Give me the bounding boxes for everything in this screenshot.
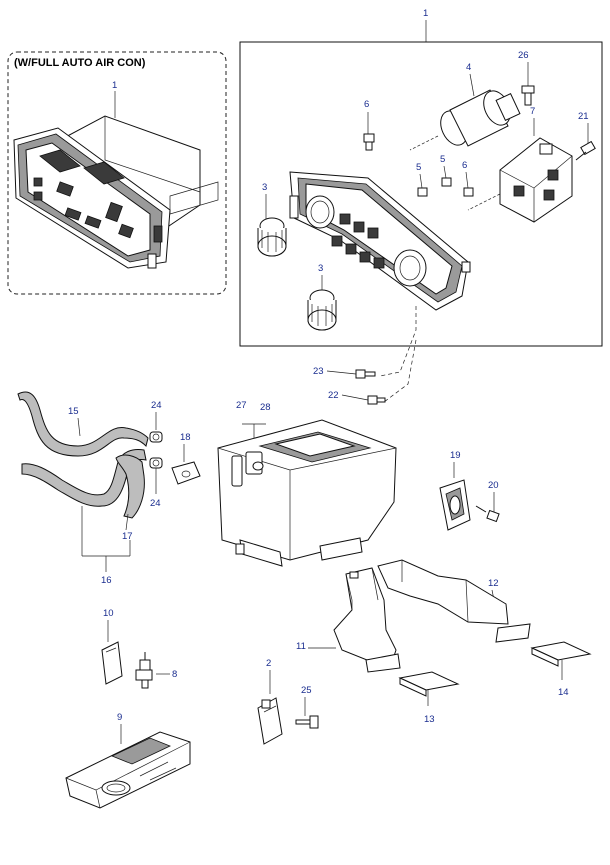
heater-unit bbox=[217, 419, 397, 567]
duct-end-14 bbox=[530, 641, 592, 680]
inset-caption: (W/FULL AUTO AIR CON) bbox=[14, 57, 146, 69]
callout-6-lower: 6 bbox=[462, 160, 467, 171]
knob-3-lower bbox=[307, 289, 337, 331]
bracket-2 bbox=[257, 697, 283, 745]
callout-24-lower: 24 bbox=[150, 498, 161, 509]
heater-control-assembly: 1 26 4 6 7 bbox=[239, 8, 603, 347]
callout-18: 18 bbox=[180, 432, 191, 443]
screw-23 bbox=[326, 369, 376, 379]
clip-24-lower bbox=[149, 457, 163, 469]
callout-20: 20 bbox=[488, 480, 499, 491]
callout-11: 11 bbox=[296, 641, 306, 652]
assembly-frame bbox=[239, 41, 603, 347]
screw-22 bbox=[341, 394, 386, 405]
callout-14: 14 bbox=[558, 687, 569, 698]
clip-24-upper bbox=[149, 431, 163, 443]
control-panel bbox=[289, 171, 471, 311]
callout-3-upper: 3 bbox=[262, 182, 267, 193]
sensor-8 bbox=[135, 652, 153, 689]
callout-19: 19 bbox=[450, 450, 461, 461]
callout-23: 23 bbox=[313, 366, 324, 377]
callout-22: 22 bbox=[328, 390, 339, 401]
duct-9 bbox=[65, 731, 191, 809]
screw-26 bbox=[521, 62, 535, 106]
screw-25 bbox=[295, 715, 319, 729]
bracket-16 bbox=[81, 506, 131, 572]
callout-25: 25 bbox=[301, 685, 312, 696]
blower-switch-7 bbox=[467, 137, 573, 223]
callout-21: 21 bbox=[578, 111, 589, 122]
callout-12: 12 bbox=[488, 578, 499, 589]
callout-4: 4 bbox=[466, 62, 471, 73]
rear-duct-12 bbox=[377, 559, 531, 643]
callout-10: 10 bbox=[103, 608, 114, 619]
auto-aircon-control-unit bbox=[13, 115, 219, 269]
callout-8: 8 bbox=[172, 669, 177, 680]
callout-24-upper: 24 bbox=[151, 400, 162, 411]
screw-20 bbox=[475, 492, 500, 523]
inset-auto-aircon: (W/FULL AUTO AIR CON) 1 bbox=[7, 51, 227, 295]
screw-6-upper bbox=[363, 112, 375, 151]
knob-3-upper bbox=[257, 217, 287, 257]
callout-1-inset: 1 bbox=[112, 80, 117, 91]
callout-6-upper: 6 bbox=[364, 99, 369, 110]
callout-15: 15 bbox=[68, 406, 79, 417]
callout-17: 17 bbox=[122, 531, 133, 542]
aspirator-hose-17 bbox=[21, 449, 147, 519]
screw-21 bbox=[575, 123, 596, 161]
callout-5-right: 5 bbox=[440, 154, 445, 165]
callout-16: 16 bbox=[101, 575, 112, 586]
callout-2: 2 bbox=[266, 658, 271, 669]
callout-26: 26 bbox=[518, 50, 529, 61]
inset-dashed-frame bbox=[7, 51, 227, 295]
duct-end-13 bbox=[398, 671, 460, 706]
screws-5-6 bbox=[417, 165, 474, 197]
sensor-cover-10 bbox=[101, 641, 123, 685]
callout-1: 1 bbox=[423, 8, 428, 19]
aspirator-hose-15 bbox=[17, 391, 149, 457]
callout-3-lower: 3 bbox=[318, 263, 323, 274]
callout-28: 28 bbox=[260, 402, 271, 413]
callout-9: 9 bbox=[117, 712, 122, 723]
grommet-18 bbox=[171, 461, 201, 485]
callout-5-left: 5 bbox=[416, 162, 421, 173]
callout-7: 7 bbox=[530, 106, 535, 117]
rear-duct-11 bbox=[333, 567, 401, 673]
callout-27: 27 bbox=[236, 400, 247, 411]
mode-actuator-4 bbox=[409, 89, 521, 151]
callout-13: 13 bbox=[424, 714, 435, 725]
seal-19 bbox=[439, 479, 471, 531]
